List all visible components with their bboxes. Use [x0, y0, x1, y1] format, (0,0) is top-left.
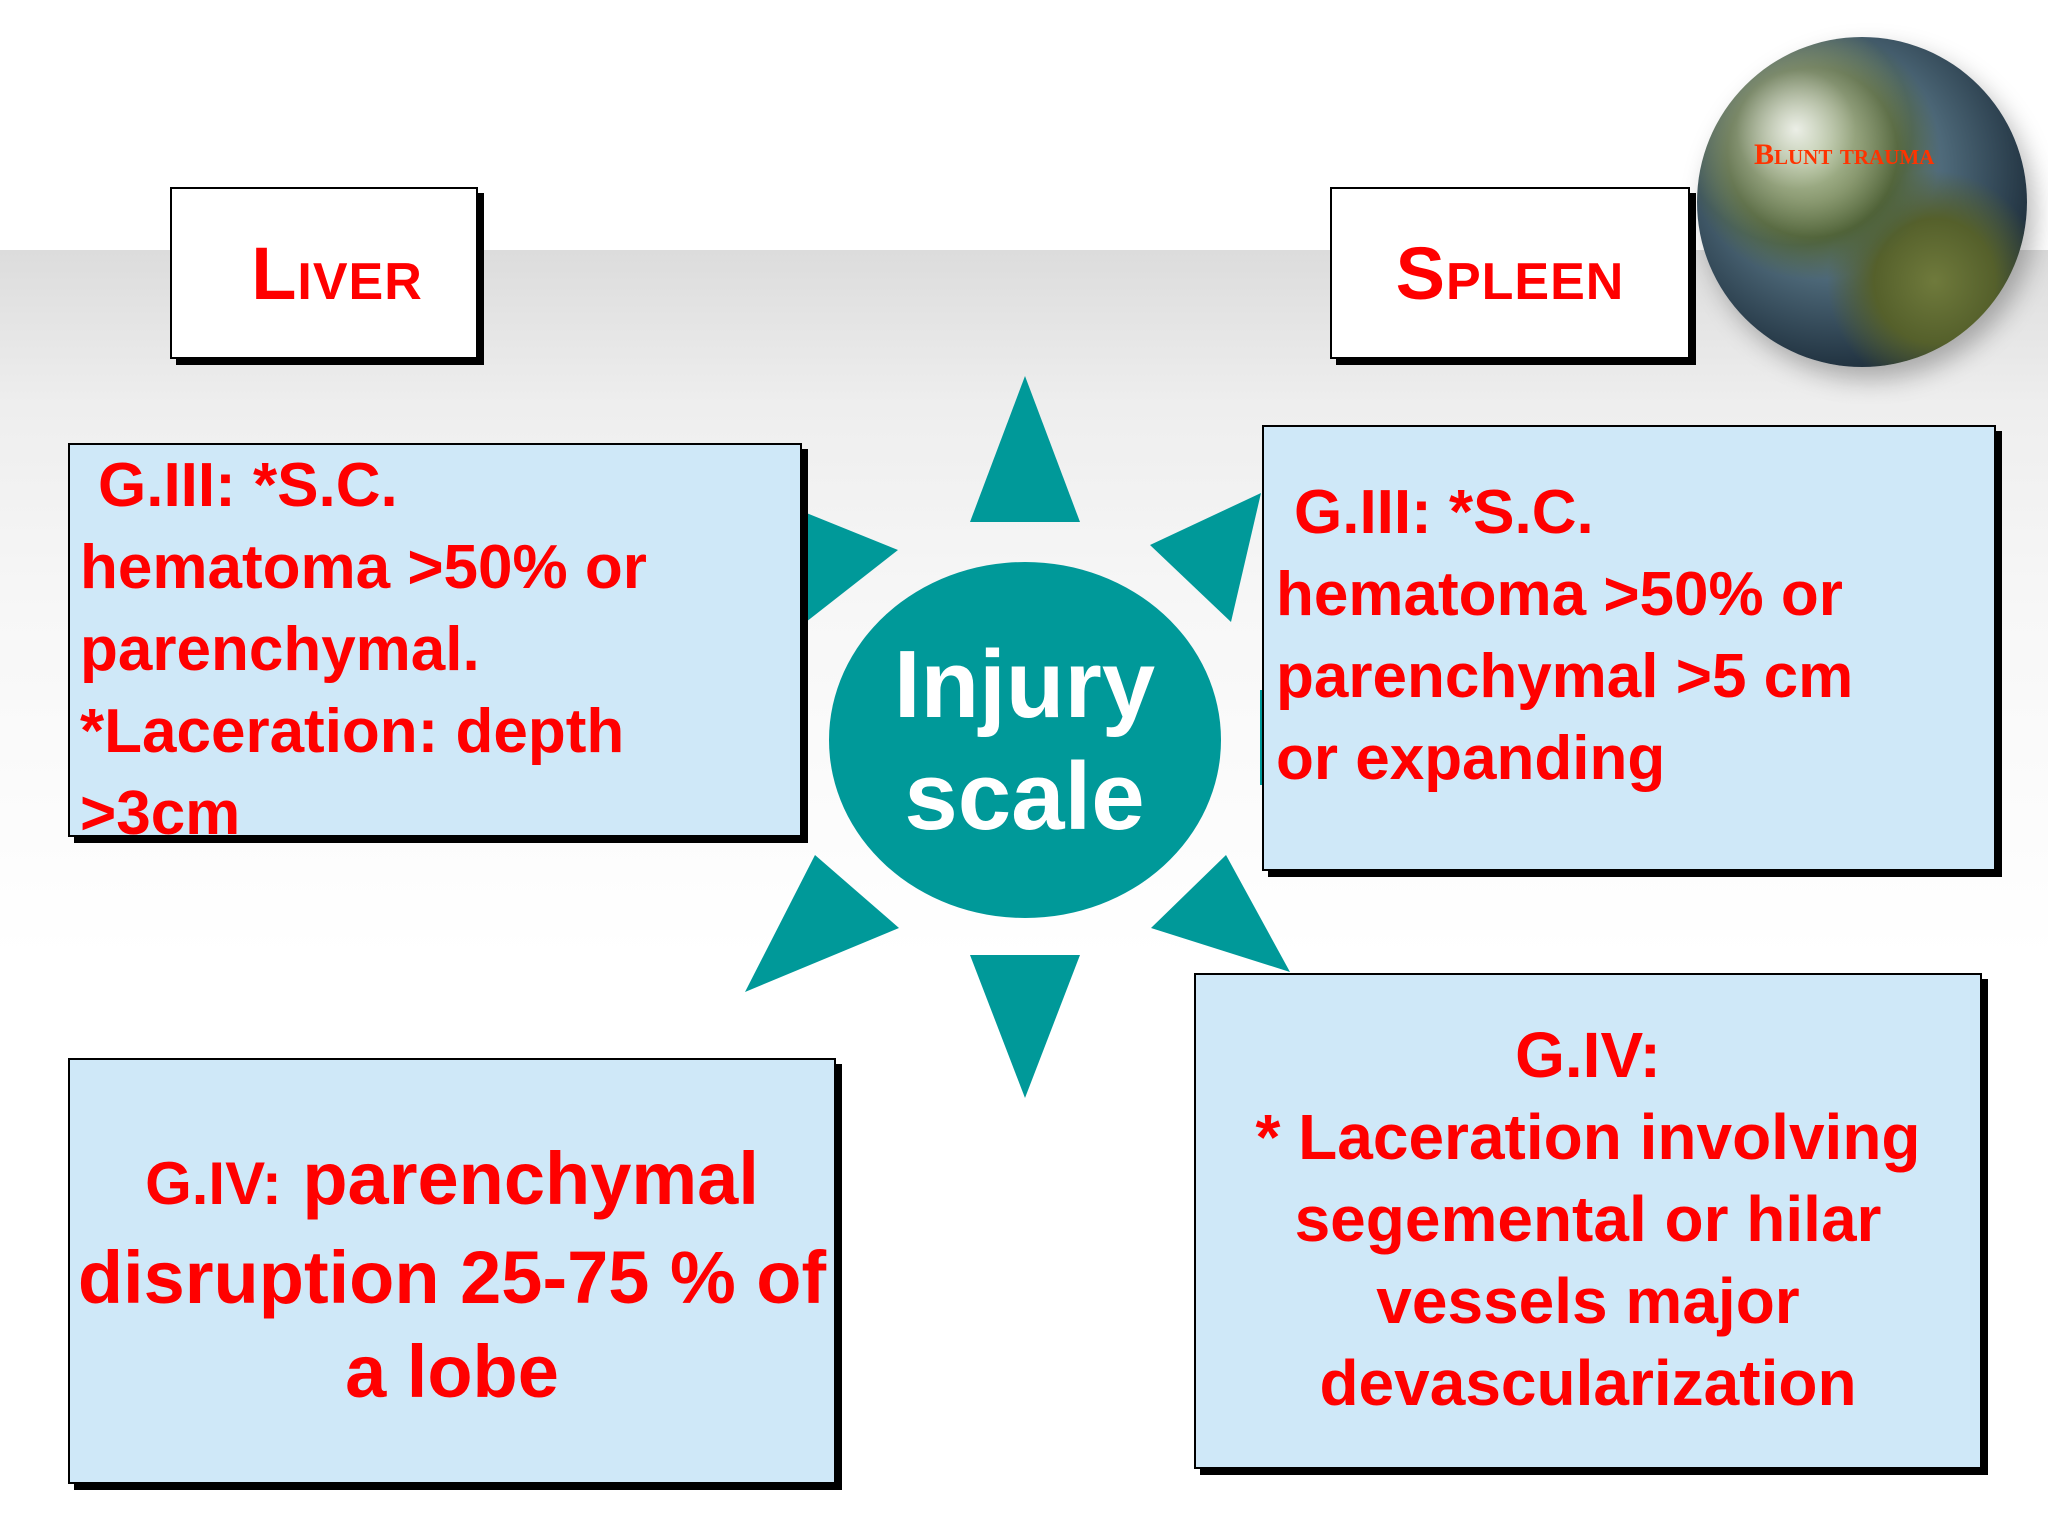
- spleen-grade-iii-line-1: G.III: *S.C.: [1294, 478, 1594, 547]
- liver-grade-iv-content: G.IV: parenchymal disruption 25-75 % of …: [70, 1132, 834, 1419]
- spleen-title-box: Spleen: [1330, 187, 1690, 359]
- spleen-grade-iv-content: G.IV: * Laceration involving segemental …: [1255, 1014, 1920, 1424]
- liver-grade-iii-line-1: G.III: *S.C.: [98, 451, 398, 520]
- liver-grade-iii-line-5: >3cm: [80, 779, 241, 837]
- spleen-grade-iv-line-3: segemental or hilar: [1294, 1183, 1882, 1255]
- liver-grade-iv-box: G.IV: parenchymal disruption 25-75 % of …: [68, 1058, 836, 1484]
- spleen-grade-iv-line-1: G.IV:: [1515, 1019, 1661, 1091]
- spleen-grade-iii-line-4: or expanding: [1276, 724, 1666, 793]
- spleen-grade-iv-line-2: * Laceration involving: [1255, 1101, 1921, 1173]
- spleen-grade-iv-box: G.IV: * Laceration involving segemental …: [1194, 973, 1982, 1469]
- liver-title: Liver: [251, 231, 423, 315]
- liver-grade-iii-box: G.III: *S.C. hematoma >50% or parenchyma…: [68, 443, 802, 837]
- spleen-grade-iii-line-2: hematoma >50% or: [1276, 560, 1843, 629]
- liver-grade-iii-line-3: parenchymal.: [80, 615, 480, 684]
- center-label: Injury scale: [893, 631, 1156, 850]
- globe-label: Blunt trauma: [1754, 138, 1935, 171]
- globe-icon: [1697, 37, 2027, 367]
- liver-grade-iv-prefix: G.IV:: [145, 1149, 282, 1217]
- spleen-grade-iv-line-4: vessels major: [1376, 1265, 1800, 1337]
- liver-title-box: Liver: [170, 187, 478, 359]
- liver-grade-iii-line-2: hematoma >50% or: [80, 533, 647, 602]
- spleen-grade-iv-line-5: devascularization: [1319, 1347, 1857, 1419]
- spleen-title: Spleen: [1395, 231, 1625, 315]
- spleen-grade-iii-line-3: parenchymal >5 cm: [1276, 642, 1854, 711]
- liver-grade-iii-line-4: *Laceration: depth: [80, 697, 625, 766]
- liver-grade-iv-text: parenchymal disruption 25-75 % of a lobe: [77, 1136, 827, 1413]
- spleen-grade-iii-box: G.III: *S.C. hematoma >50% or parenchyma…: [1262, 425, 1996, 871]
